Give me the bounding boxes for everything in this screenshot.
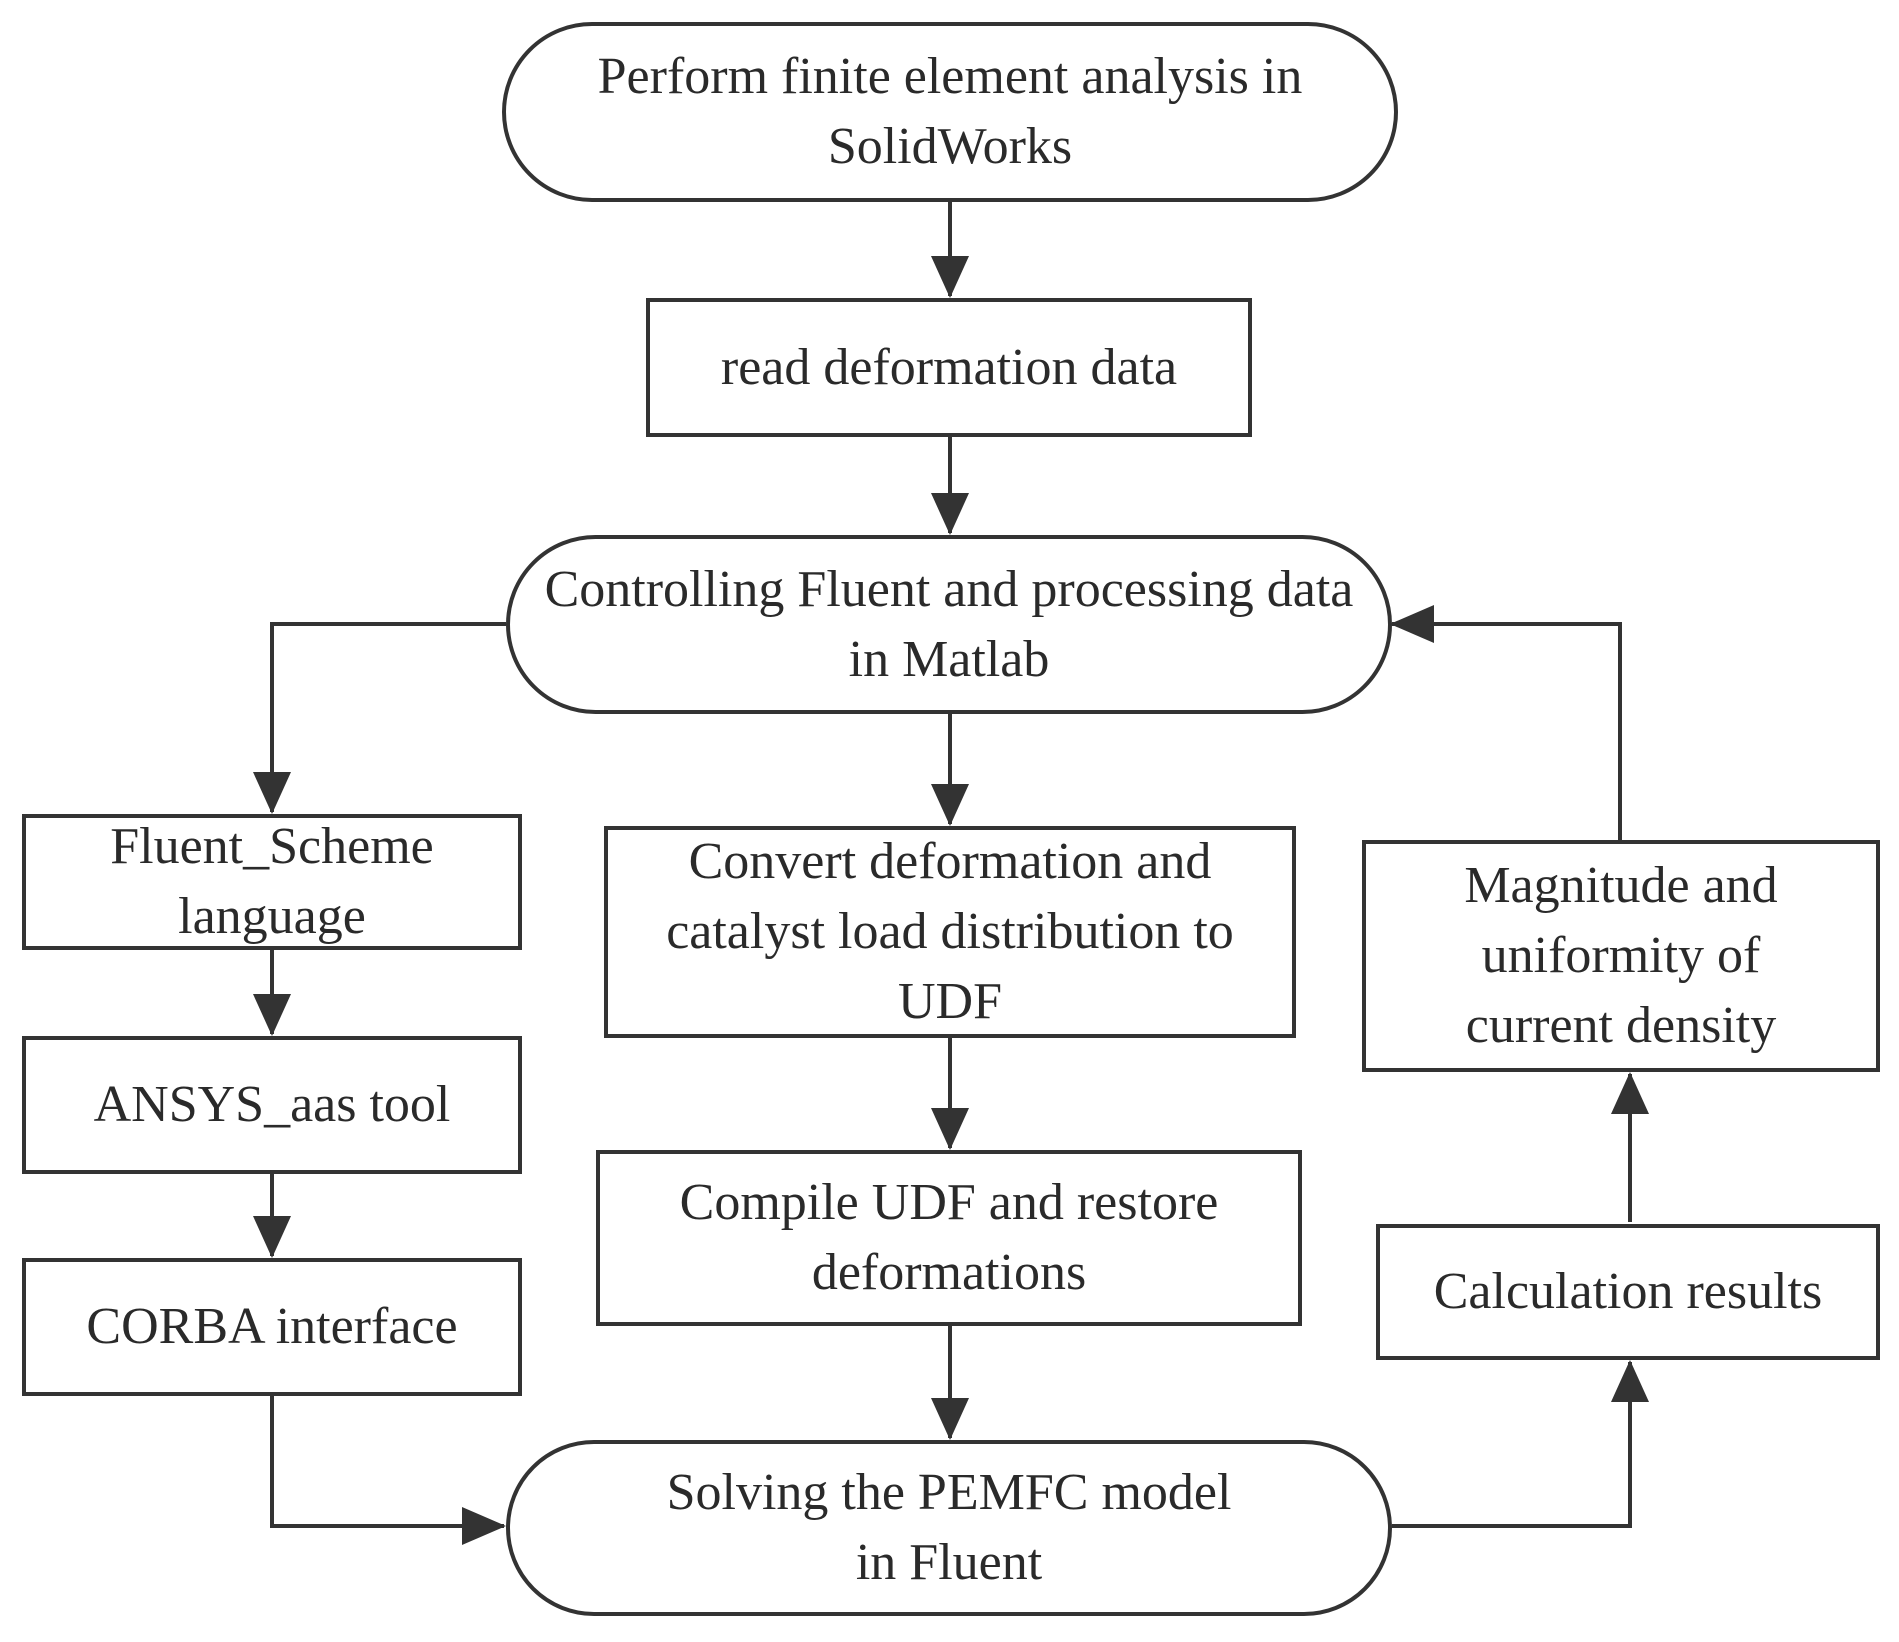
arrowhead-icon xyxy=(253,772,291,814)
node-control-label: Controlling Fluent and processing data i… xyxy=(544,560,1354,688)
arrowhead-icon xyxy=(931,493,969,535)
arrowhead-icon xyxy=(931,256,969,298)
arrowhead-icon xyxy=(1390,605,1434,643)
node-aas-label: ANSYS_aas tool xyxy=(93,1076,451,1133)
node-compile: Compile UDF and restore deformations xyxy=(596,1150,1302,1326)
node-read: read deformation data xyxy=(646,298,1252,437)
edge-control-to-scheme xyxy=(270,622,506,812)
node-fea-label: Perform finite element analysis in Solid… xyxy=(597,48,1303,175)
node-magnitude-label: Magnitude and uniformity of current dens… xyxy=(1464,857,1778,1054)
node-corba: CORBA interface xyxy=(22,1258,522,1396)
node-read-label: read deformation data xyxy=(720,338,1178,396)
node-solve-label: Solving the PEMFC model in Fluent xyxy=(666,1464,1232,1591)
node-convert-label: Convert deformation and catalyst load di… xyxy=(666,833,1234,1030)
node-convert: Convert deformation and catalyst load di… xyxy=(604,826,1296,1038)
edge-solve-to-results xyxy=(1392,1362,1632,1528)
node-control: Controlling Fluent and processing data i… xyxy=(506,535,1392,714)
edge-corba-to-solve xyxy=(270,1396,504,1528)
node-results: Calculation results xyxy=(1376,1224,1880,1360)
node-corba-label: CORBA interface xyxy=(86,1298,458,1355)
node-scheme: Fluent_Scheme language xyxy=(22,814,522,950)
node-fea: Perform finite element analysis in Solid… xyxy=(502,22,1398,202)
node-results-label: Calculation results xyxy=(1433,1263,1823,1320)
arrowhead-icon xyxy=(1611,1072,1649,1114)
arrowhead-icon xyxy=(931,1108,969,1150)
edge-magnitude-to-control xyxy=(1392,622,1622,840)
arrowhead-icon xyxy=(1611,1360,1649,1402)
arrowhead-icon xyxy=(462,1507,506,1545)
arrowhead-icon xyxy=(931,784,969,826)
arrowhead-icon xyxy=(931,1398,969,1440)
node-aas: ANSYS_aas tool xyxy=(22,1036,522,1174)
arrowhead-icon xyxy=(253,1216,291,1258)
node-compile-label: Compile UDF and restore deformations xyxy=(679,1174,1219,1301)
node-scheme-label: Fluent_Scheme language xyxy=(110,818,434,945)
arrowhead-icon xyxy=(253,994,291,1036)
node-magnitude: Magnitude and uniformity of current dens… xyxy=(1362,840,1880,1072)
node-solve: Solving the PEMFC model in Fluent xyxy=(506,1440,1392,1616)
